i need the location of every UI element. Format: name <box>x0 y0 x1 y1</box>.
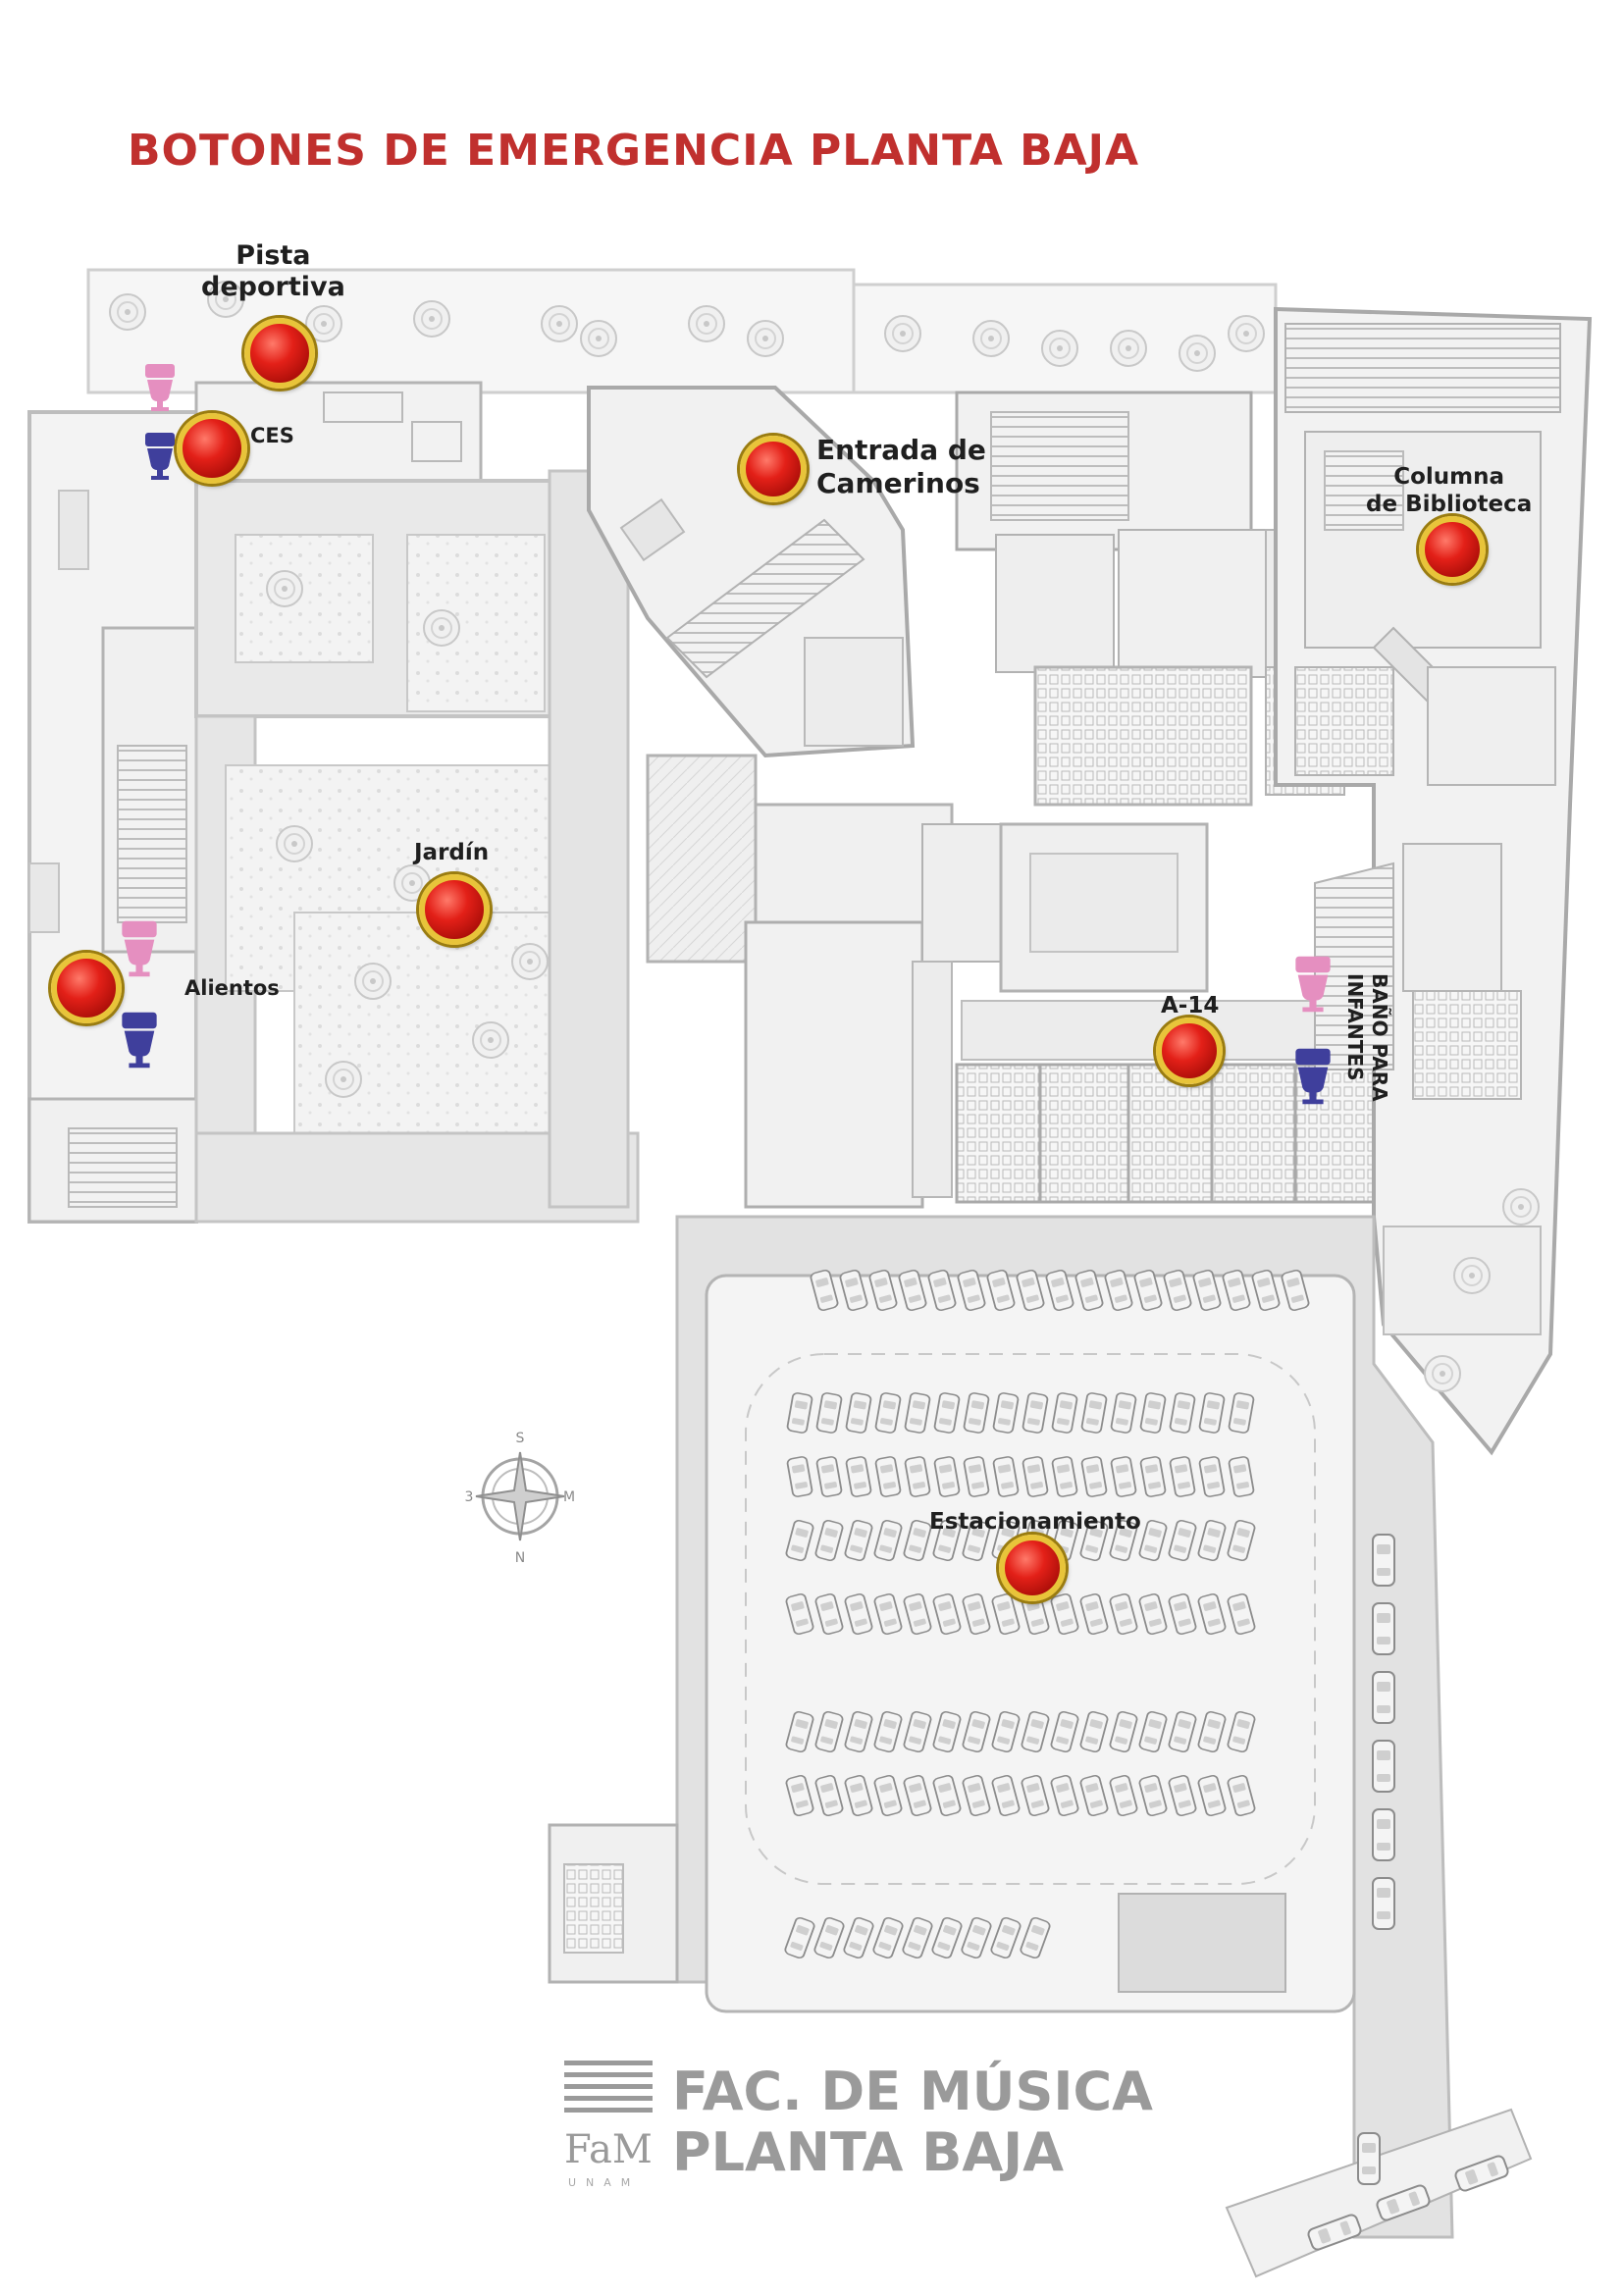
compass-s: S <box>516 1431 525 1446</box>
compass-e: M <box>563 1489 575 1505</box>
label-a-14: A-14 <box>1161 993 1220 1018</box>
label-pista-deportiva: Pista deportiva <box>201 240 345 303</box>
emergency-button-columna-biblioteca[interactable] <box>1419 516 1486 583</box>
label-entrada-camerinos: Entrada de Camerinos <box>816 434 986 499</box>
logo-unam: UNAM <box>568 2176 641 2189</box>
page-title: BOTONES DE EMERGENCIA PLANTA BAJA <box>128 126 1140 176</box>
women-restroom-icon <box>1295 956 1331 1013</box>
emergency-button-alientos[interactable] <box>51 953 122 1023</box>
label-jardin: Jardín <box>414 840 490 865</box>
label-bano-infantes: BAÑO PARA INFANTES <box>1343 973 1391 1102</box>
logo-bars <box>564 2061 653 2119</box>
compass-w: 3 <box>465 1489 474 1505</box>
emergency-button-estacionamiento[interactable] <box>999 1535 1066 1601</box>
emergency-button-ces[interactable] <box>177 413 247 484</box>
logo-mark: FaM <box>564 2127 653 2172</box>
compass-n: N <box>515 1550 525 1566</box>
label-columna-biblioteca: Columna de Biblioteca <box>1366 464 1533 517</box>
men-restroom-icon <box>145 433 175 480</box>
emergency-button-a-14[interactable] <box>1156 1018 1223 1084</box>
women-restroom-icon <box>145 364 175 411</box>
label-estacionamiento: Estacionamiento <box>929 1509 1141 1535</box>
fam-logo: FaM UNAM FAC. DE MÚSICA PLANTA BAJA <box>564 2061 1153 2208</box>
men-restroom-icon <box>122 1012 157 1069</box>
label-ces: CES <box>250 424 294 447</box>
compass-rose-icon: S N M 3 <box>465 1431 576 1566</box>
men-restroom-icon <box>1295 1048 1331 1105</box>
emergency-button-jardin[interactable] <box>419 874 490 945</box>
women-restroom-icon <box>122 920 157 977</box>
logo-line-1: FAC. DE MÚSICA <box>672 2061 1153 2122</box>
logo-line-2: PLANTA BAJA <box>672 2121 1065 2183</box>
emergency-button-pista-deportiva[interactable] <box>244 318 315 389</box>
label-alientos: Alientos <box>184 976 280 1000</box>
emergency-button-entrada-camerinos[interactable] <box>740 436 807 502</box>
